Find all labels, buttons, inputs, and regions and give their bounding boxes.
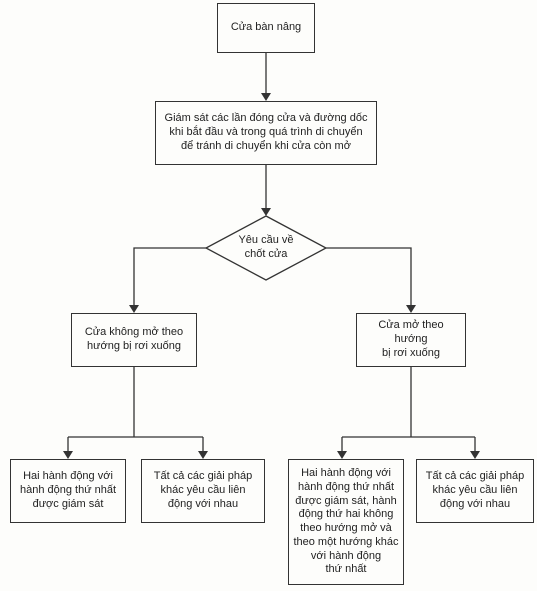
arrowhead-monitor bbox=[261, 93, 271, 101]
right-option-b-box: Tất cả các giải pháp khác yêu cầu liên đ… bbox=[416, 459, 534, 523]
right-option-a-box: Hai hành động với hành động thứ nhất đượ… bbox=[288, 459, 404, 585]
arrowhead-right-option-b bbox=[470, 451, 480, 459]
connector-decision-left bbox=[133, 247, 206, 305]
arrowhead-left-branch bbox=[129, 305, 139, 313]
root-box: Cửa bàn nâng bbox=[217, 3, 315, 53]
left-option-a-box: Hai hành động với hành động thứ nhất đượ… bbox=[10, 459, 126, 523]
right-branch-label: Cửa mở theo hướng bị rơi xuống bbox=[378, 319, 444, 359]
arrowhead-left-option-a bbox=[63, 451, 73, 459]
left-option-b-label: Tất cả các giải pháp khác yêu cầu liên đ… bbox=[153, 470, 253, 510]
monitor-box: Giám sát các lần đóng cửa và đường dốc k… bbox=[155, 101, 377, 165]
right-option-b-label: Tất cả các giải pháp khác yêu cầu liên đ… bbox=[425, 470, 525, 510]
arrowhead-left-option-b bbox=[198, 451, 208, 459]
root-label: Cửa bàn nâng bbox=[230, 21, 302, 34]
left-option-b-box: Tất cả các giải pháp khác yêu cầu liên đ… bbox=[141, 459, 265, 523]
arrowhead-decision bbox=[261, 208, 271, 216]
arrowhead-right-option-a bbox=[337, 451, 347, 459]
left-option-a-label: Hai hành động với hành động thứ nhất đượ… bbox=[19, 470, 117, 510]
arrowhead-right-branch bbox=[406, 305, 416, 313]
right-option-a-label: Hai hành động với hành động thứ nhất đượ… bbox=[293, 467, 399, 576]
left-branch-label: Cửa không mở theo hướng bị rơi xuống bbox=[84, 326, 184, 352]
monitor-label: Giám sát các lần đóng cửa và đường dốc k… bbox=[164, 112, 368, 152]
decision-diamond bbox=[204, 215, 328, 281]
left-branch-box: Cửa không mở theo hướng bị rơi xuống bbox=[71, 313, 197, 367]
right-branch-box: Cửa mở theo hướng bị rơi xuống bbox=[356, 313, 466, 367]
decision-label: Yêu cầu về chốt cửa bbox=[238, 234, 294, 260]
connector-decision-right bbox=[326, 247, 412, 305]
